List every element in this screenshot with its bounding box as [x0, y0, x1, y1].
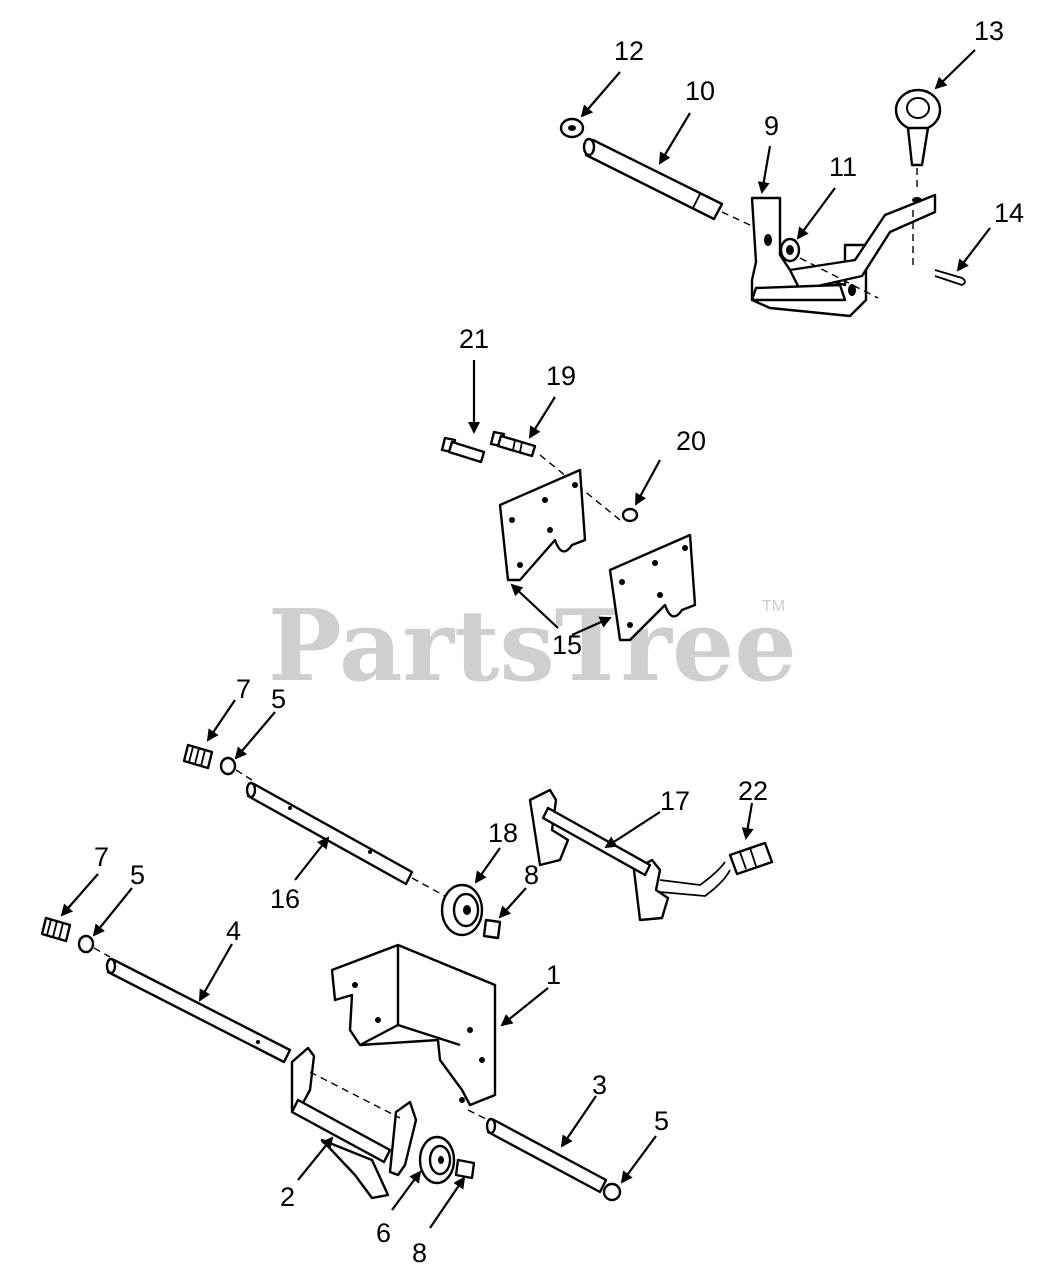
callout-1: 1	[546, 960, 561, 990]
part-3-shaft	[485, 1117, 608, 1194]
callout-10: 10	[685, 76, 715, 106]
part-12-nut	[559, 117, 585, 139]
leader-arrows	[60, 49, 991, 1229]
part-15-plate-rear	[608, 533, 697, 642]
watermark: PartsTree	[268, 589, 797, 704]
part-8-setscrew-lower	[454, 1158, 476, 1180]
part-7-spring-lower	[40, 916, 72, 943]
callout-19: 19	[546, 361, 576, 391]
part-5-washer-lower	[77, 934, 95, 954]
callout-18: 18	[488, 818, 518, 848]
callout-labels: 12 10 9 11 13 14 21 19 20 15 7 5 22 17 1…	[94, 16, 1024, 1268]
callout-6: 6	[376, 1218, 391, 1248]
callout-7-lower: 7	[94, 842, 109, 872]
callout-12: 12	[614, 36, 644, 66]
part-1-housing-bracket	[330, 943, 497, 1107]
part-6-pulley	[418, 1135, 456, 1185]
callout-5-upper: 5	[271, 684, 286, 714]
part-20-nut	[621, 507, 639, 523]
part-19-bolt	[489, 430, 537, 458]
callout-21: 21	[459, 324, 489, 354]
part-16-shaft	[245, 781, 414, 886]
callout-22: 22	[738, 776, 768, 806]
part-5-washer-upper	[219, 756, 237, 776]
callout-11: 11	[829, 152, 857, 182]
callout-16: 16	[270, 884, 300, 914]
part-7-spring-upper	[182, 743, 214, 770]
part-4-shaft	[105, 957, 292, 1064]
callout-15: 15	[552, 630, 582, 660]
callout-4: 4	[226, 916, 241, 946]
part-22-grip	[728, 841, 774, 876]
part-15-plate-front	[498, 468, 587, 582]
part-21-bolt	[440, 436, 486, 464]
part-2-crank-lower	[290, 1046, 418, 1200]
callout-5-lower: 5	[130, 860, 145, 890]
callout-14: 14	[994, 198, 1024, 228]
callout-3: 3	[592, 1070, 607, 1100]
part-10-shaft	[582, 137, 724, 221]
part-17-crank	[528, 788, 731, 922]
callout-8-lower: 8	[412, 1238, 427, 1268]
callout-17: 17	[660, 786, 690, 816]
callout-7-upper: 7	[236, 674, 251, 704]
part-5-nut-right	[602, 1182, 622, 1202]
callout-20: 20	[676, 426, 706, 456]
callout-8-upper: 8	[524, 860, 539, 890]
part-8-setscrew-upper	[482, 918, 502, 940]
callout-9: 9	[764, 111, 779, 141]
callout-2: 2	[280, 1182, 295, 1212]
part-13-eye-pin	[894, 88, 942, 167]
part-18-pulley	[440, 883, 484, 937]
callout-13: 13	[974, 16, 1004, 46]
callout-5-right: 5	[654, 1106, 669, 1136]
part-11-bushing	[779, 237, 801, 263]
part-9-lever	[750, 193, 937, 318]
part-14-hairpin	[934, 269, 966, 286]
watermark-tm: TM	[762, 598, 785, 615]
